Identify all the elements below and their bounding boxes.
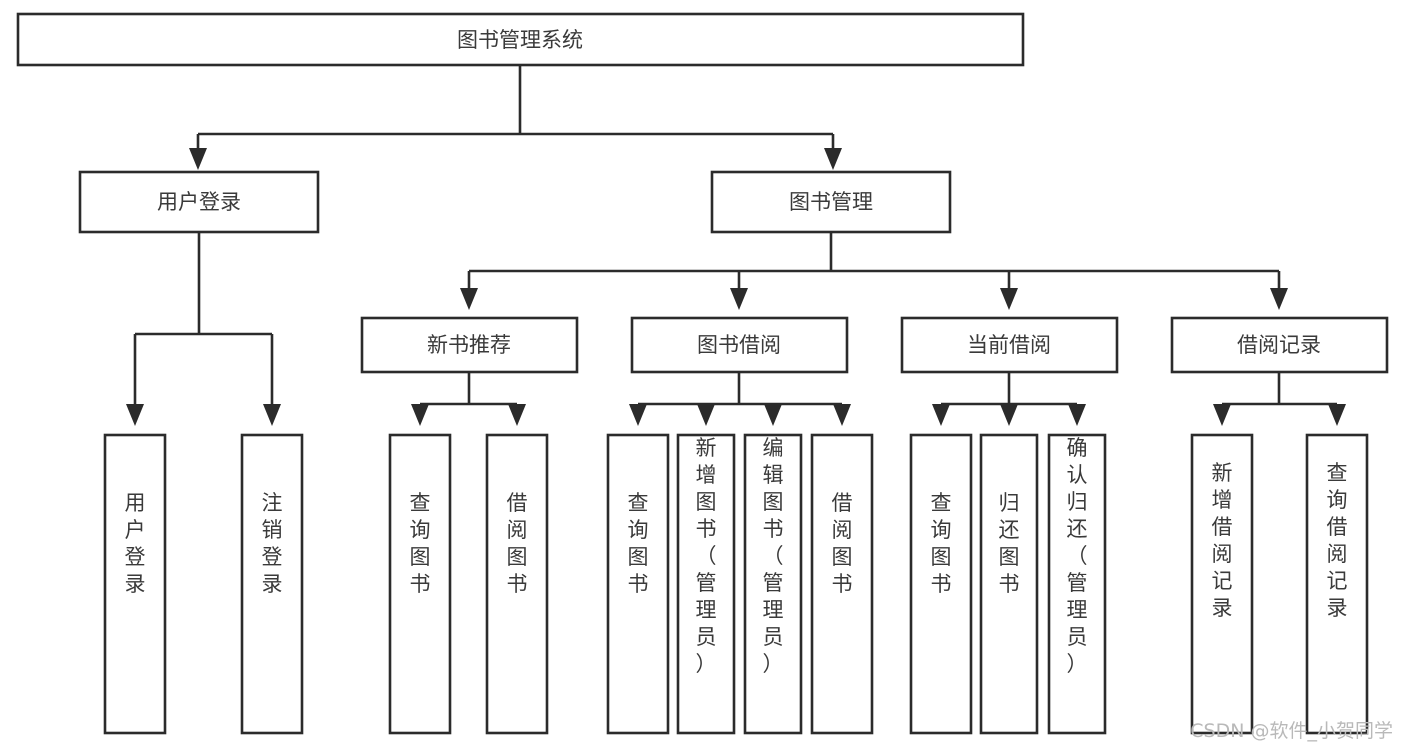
leaf-br-add-record-label: 新增借阅记录	[1212, 461, 1233, 620]
leaf-cb-confirm-return-label: 确认归还（管理员）	[1067, 436, 1088, 676]
leaf-bb-edit-book-label: 编辑图书（管理员）	[763, 436, 784, 676]
leaf-bb-borrow-book[interactable]: 借阅图书	[810, 433, 874, 735]
leaf-nbr-borrow-book-label: 借阅图书	[507, 491, 528, 596]
leaf-bb-query-book-box	[606, 433, 670, 735]
book-borrow-label: 图书借阅	[697, 333, 781, 357]
leaf-cb-return-book[interactable]: 归还图书	[979, 433, 1039, 735]
connector-book-manage-to-level3	[460, 232, 1288, 310]
leaf-br-query-record-label: 查询借阅记录	[1327, 461, 1348, 620]
leaf-cb-query-book[interactable]: 查询图书	[909, 433, 973, 735]
leaf-nbr-query-book[interactable]: 查询图书	[388, 433, 452, 735]
arrow-br-leaf-2	[1328, 404, 1346, 426]
leaf-cb-confirm-return[interactable]: 确认归还（管理员）	[1047, 433, 1107, 735]
arrow-to-new-book-recommend	[460, 288, 478, 310]
node-borrow-record[interactable]: 借阅记录	[1170, 316, 1389, 374]
node-new-book-recommend[interactable]: 新书推荐	[360, 316, 579, 374]
node-book-borrow[interactable]: 图书借阅	[630, 316, 849, 374]
leaf-logout-box	[240, 433, 304, 735]
book-borrow-box	[630, 316, 849, 374]
leaf-nbr-borrow-book[interactable]: 借阅图书	[485, 433, 549, 735]
leaf-bb-query-book[interactable]: 查询图书	[606, 433, 670, 735]
current-borrow-box	[900, 316, 1119, 374]
arrow-bb-leaf-1	[629, 404, 647, 426]
connector-new-book-recommend-to-leaves	[411, 372, 526, 426]
leaf-cb-query-book-box	[909, 433, 973, 735]
leaf-cb-return-book-label: 归还图书	[999, 491, 1020, 596]
book-manage-box	[710, 170, 952, 234]
node-root[interactable]: 图书管理系统	[16, 12, 1025, 67]
leaf-cb-return-book-box	[979, 433, 1039, 735]
book-manage-label: 图书管理	[789, 190, 873, 214]
borrow-record-label: 借阅记录	[1237, 333, 1321, 357]
arrow-to-borrow-record	[1270, 288, 1288, 310]
leaf-bb-add-book[interactable]: 新增图书（管理员）	[676, 433, 736, 735]
watermark: CSDN @软件_小贺同学	[1190, 720, 1393, 742]
leaf-nbr-query-book-label: 查询图书	[410, 491, 431, 596]
arrow-bb-leaf-3	[764, 404, 782, 426]
user-login-label: 用户登录	[157, 190, 241, 214]
arrow-to-leaf-user-login	[126, 404, 144, 426]
leaf-user-login-box	[103, 433, 167, 735]
arrow-bb-leaf-4	[833, 404, 851, 426]
new-book-recommend-box	[360, 316, 579, 374]
arrow-bb-leaf-2	[697, 404, 715, 426]
leaf-bb-borrow-book-box	[810, 433, 874, 735]
connector-book-borrow-to-leaves	[629, 372, 851, 426]
arrow-to-book-borrow	[730, 288, 748, 310]
leaf-bb-query-book-label: 查询图书	[628, 491, 649, 596]
leaf-bb-edit-book[interactable]: 编辑图书（管理员）	[743, 433, 803, 735]
arrow-cb-leaf-1	[932, 404, 950, 426]
leaf-logout[interactable]: 注销登录	[240, 433, 304, 735]
connector-current-borrow-to-leaves	[932, 372, 1086, 426]
leaf-bb-edit-book-box	[743, 433, 803, 735]
connector-root-to-level2	[189, 65, 842, 170]
new-book-recommend-label: 新书推荐	[427, 333, 511, 357]
borrow-record-box	[1170, 316, 1389, 374]
leaf-bb-borrow-book-label: 借阅图书	[832, 491, 853, 596]
leaf-nbr-query-book-box	[388, 433, 452, 735]
leaf-logout-label: 注销登录	[262, 491, 283, 596]
leaf-cb-query-book-label: 查询图书	[931, 491, 952, 596]
leaf-bb-add-book-label: 新增图书（管理员）	[696, 436, 717, 676]
arrow-cb-leaf-2	[1000, 404, 1018, 426]
current-borrow-label: 当前借阅	[967, 333, 1051, 357]
leaf-nbr-borrow-book-box	[485, 433, 549, 735]
leaf-user-login-label: 用户登录	[125, 491, 146, 596]
node-book-manage[interactable]: 图书管理	[710, 170, 952, 234]
arrow-nbr-leaf-1	[411, 404, 429, 426]
node-current-borrow[interactable]: 当前借阅	[900, 316, 1119, 374]
arrow-to-current-borrow	[1000, 288, 1018, 310]
arrow-to-book-manage	[824, 148, 842, 170]
arrow-br-leaf-1	[1213, 404, 1231, 426]
arrow-cb-leaf-3	[1068, 404, 1086, 426]
node-user-login[interactable]: 用户登录	[78, 170, 320, 234]
leaf-br-query-record-box	[1305, 433, 1369, 735]
connector-user-login-to-leaves	[126, 232, 281, 426]
root-box	[16, 12, 1025, 67]
connector-borrow-record-to-leaves	[1213, 372, 1346, 426]
leaf-br-add-record[interactable]: 新增借阅记录	[1190, 433, 1254, 735]
leaf-cb-confirm-return-box	[1047, 433, 1107, 735]
leaf-bb-add-book-box	[676, 433, 736, 735]
leaf-br-add-record-box	[1190, 433, 1254, 735]
arrow-to-user-login	[189, 148, 207, 170]
root-label: 图书管理系统	[457, 28, 583, 52]
arrow-to-leaf-logout	[263, 404, 281, 426]
arrow-nbr-leaf-2	[508, 404, 526, 426]
leaf-br-query-record[interactable]: 查询借阅记录	[1305, 433, 1369, 735]
leaf-user-login[interactable]: 用户登录	[103, 433, 167, 735]
